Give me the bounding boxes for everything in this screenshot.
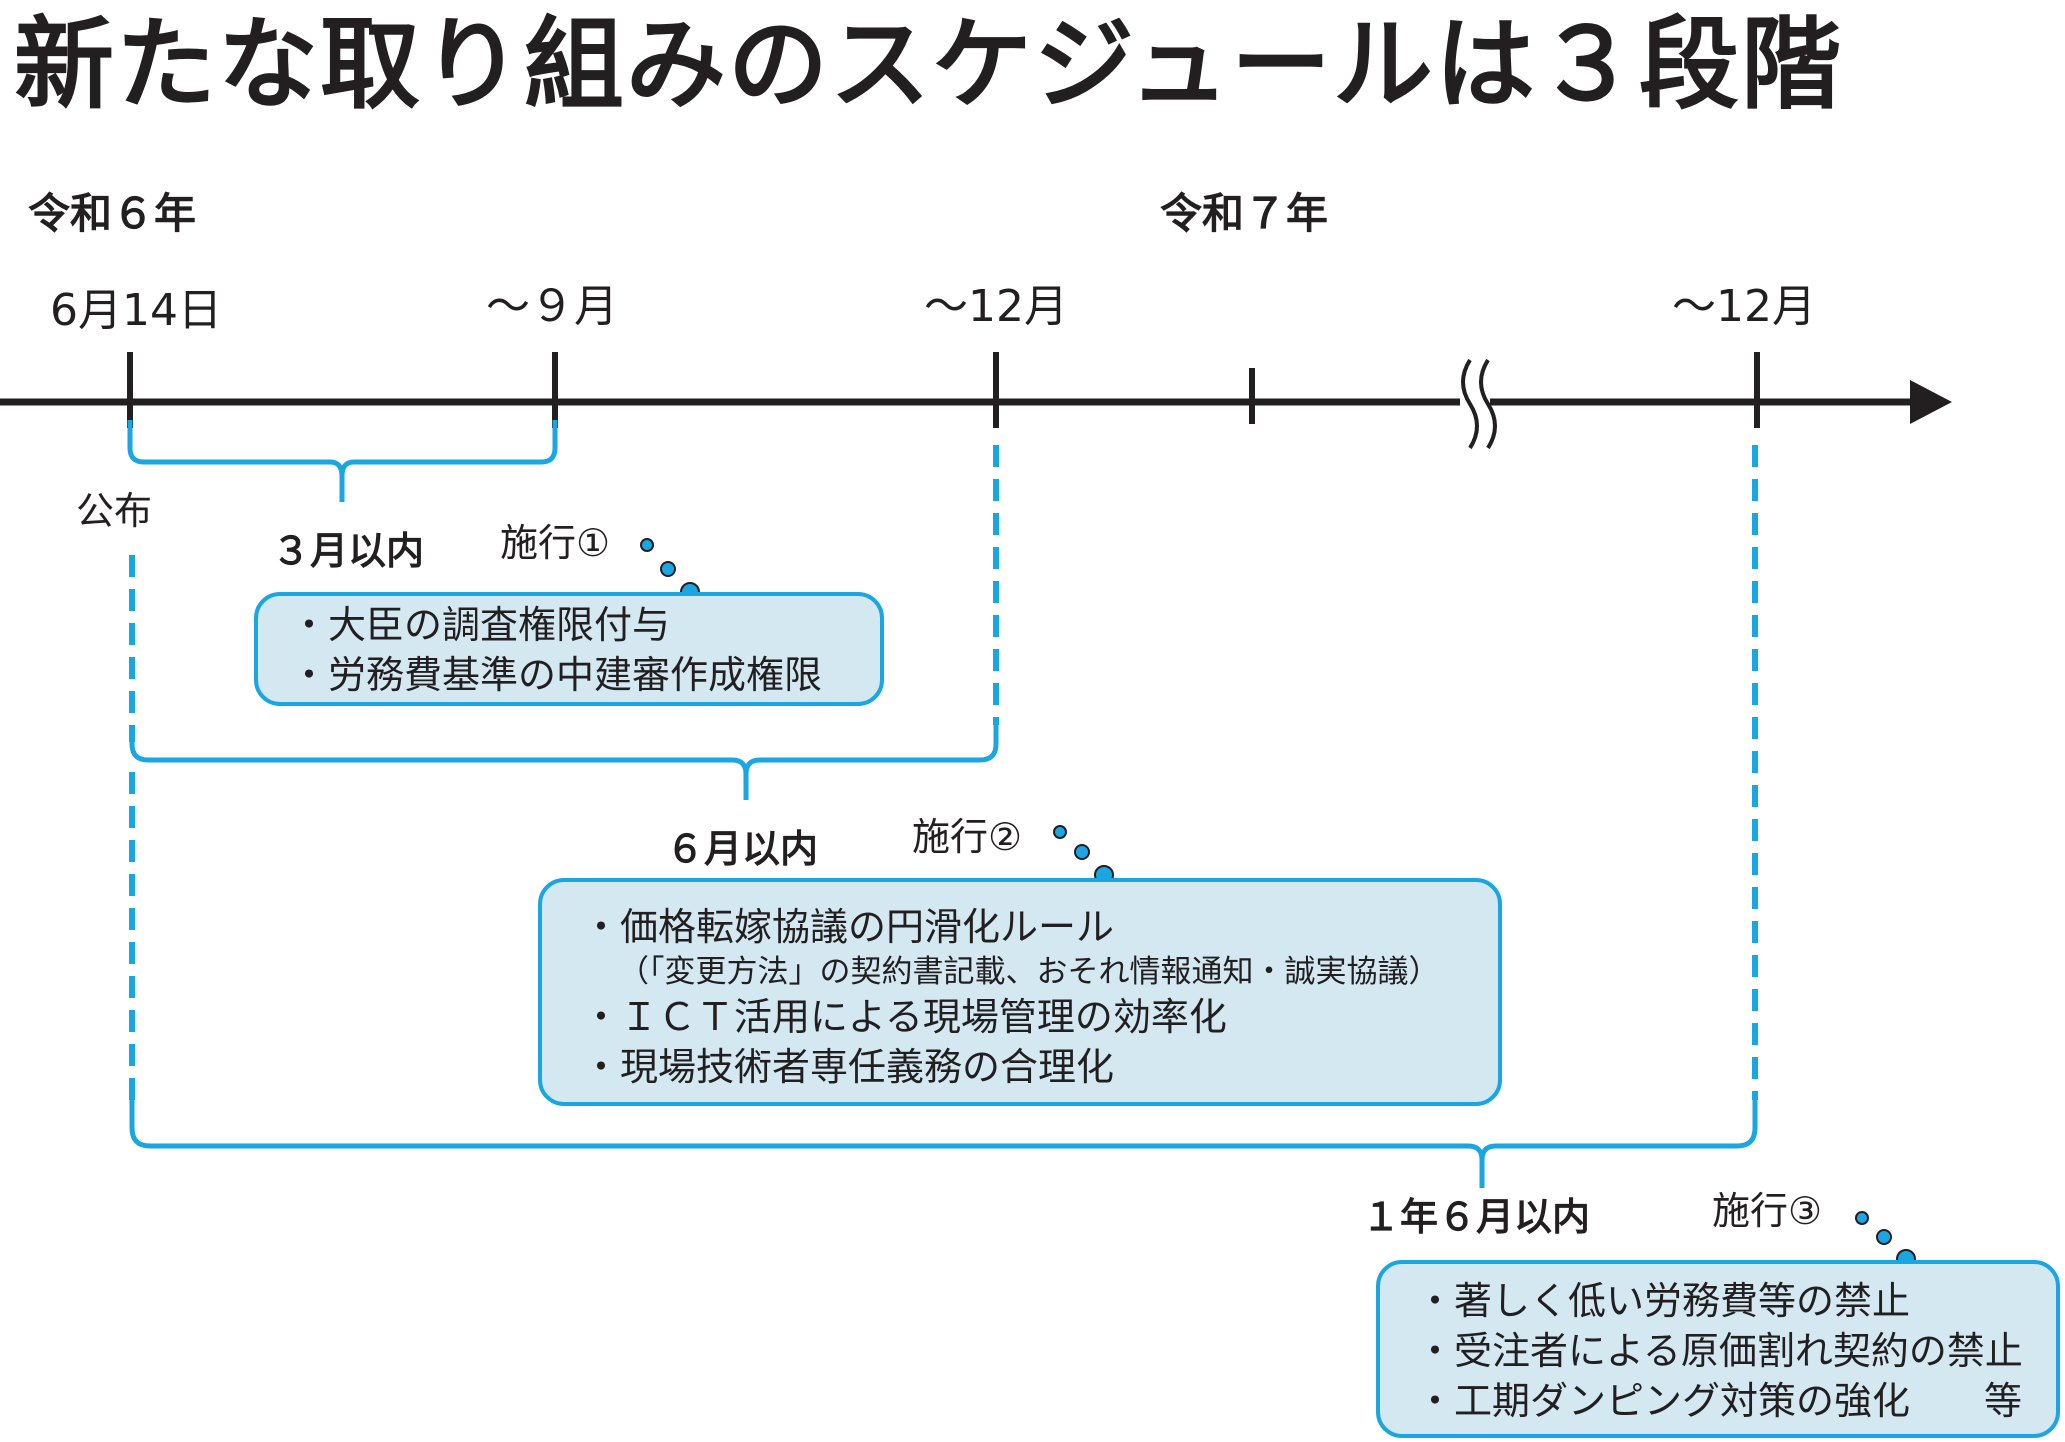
enforcement1-dot-small	[640, 538, 654, 552]
timeline-break-mark-1	[1461, 358, 1479, 450]
enforcement2-item: ・現場技術者専任義務の合理化	[582, 1045, 1115, 1089]
enforcement2-item: ・価格転嫁協議の円滑化ルール	[582, 905, 1115, 949]
diagram-title: 新たな取り組みのスケジュールは３段階	[14, 6, 1843, 123]
enforcement1-dot-medium	[660, 561, 676, 577]
enforcement-label-1: 施行①	[500, 521, 611, 565]
enforcement3-item: ・著しく低い労務費等の禁止	[1416, 1279, 1911, 1323]
date-label-sep: ～９月	[486, 281, 618, 332]
bracket-6-months	[129, 722, 999, 800]
era-label-reiwa7: 令和７年	[1160, 189, 1329, 238]
duration-label-3-months: ３月以内	[272, 529, 425, 573]
enforcement2-dot-medium	[1074, 844, 1090, 860]
promulgation-label: 公布	[76, 489, 153, 533]
etc-label: 等	[1984, 1379, 2023, 1423]
duration-label-6-months: ６月以内	[666, 827, 819, 871]
enforcement-label-2: 施行②	[912, 815, 1023, 859]
bracket-1y6-months	[129, 1098, 1758, 1188]
timeline-break-mark-2	[1479, 358, 1497, 450]
bracket-3-months	[127, 420, 558, 502]
enforcement1-item: ・大臣の調査権限付与	[290, 603, 671, 647]
enforcement2-item: ・ＩＣＴ活用による現場管理の効率化	[582, 995, 1227, 1039]
enforcement3-item: ・受注者による原価割れ契約の禁止	[1416, 1329, 2023, 1373]
date-label-jun14: 6月14日	[50, 285, 222, 336]
enforcement2-dot-small	[1053, 825, 1067, 839]
date-label-dec-r7: ～12月	[1672, 281, 1816, 332]
duration-label-1y6-months: １年６月以内	[1362, 1195, 1591, 1239]
enforcement2-item-note: （「変更方法」の契約書記載、おそれ情報通知・誠実協議）	[618, 954, 1440, 990]
enforcement2-box: ・価格転嫁協議の円滑化ルール （「変更方法」の契約書記載、おそれ情報通知・誠実協…	[538, 878, 1502, 1106]
enforcement1-box: ・大臣の調査権限付与 ・労務費基準の中建審作成権限	[254, 592, 884, 706]
enforcement3-dot-small	[1855, 1211, 1869, 1225]
enforcement3-box: ・著しく低い労務費等の禁止 ・受注者による原価割れ契約の禁止 ・工期ダンピング対…	[1376, 1260, 2060, 1438]
enforcement1-item: ・労務費基準の中建審作成権限	[290, 653, 823, 697]
enforcement3-item-row: ・工期ダンピング対策の強化 等	[1416, 1376, 2056, 1426]
era-label-reiwa6: 令和６年	[28, 189, 197, 238]
enforcement-label-3: 施行③	[1712, 1189, 1823, 1233]
date-label-dec-r6: ～12月	[924, 281, 1068, 332]
timeline-arrowhead	[1910, 380, 1952, 424]
enforcement3-item: ・工期ダンピング対策の強化	[1416, 1379, 1911, 1423]
enforcement3-dot-medium	[1876, 1229, 1892, 1245]
